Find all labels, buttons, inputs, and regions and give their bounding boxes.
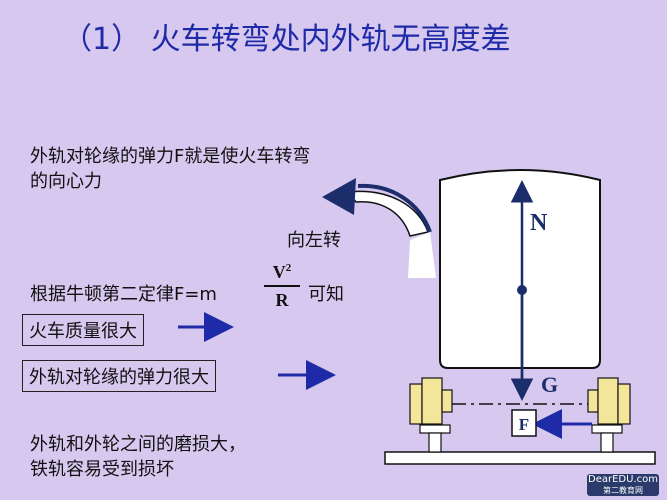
watermark-line-2: 第二教育网: [603, 486, 643, 495]
formula-numerator: V2: [272, 262, 292, 282]
newton-law-text: 根据牛顿第二定律F=m: [30, 284, 217, 305]
turn-arrow-curve: [357, 183, 432, 233]
inner-rail-top: [419, 424, 451, 434]
inner-rail-stem: [428, 432, 442, 453]
outer-axle-hub: [587, 389, 599, 413]
mass-large-box: 火车质量很大: [22, 314, 144, 346]
inner-axle-hub: [441, 389, 453, 413]
turn-arrow-head: [322, 178, 356, 215]
outer-wheel: [597, 377, 619, 425]
ground-base: [384, 451, 656, 465]
label-f: F: [519, 415, 529, 434]
wear-line-2: 铁轨容易受到损坏: [30, 459, 174, 480]
formula-exponent: 2: [285, 262, 292, 274]
outer-rail-top: [591, 424, 623, 434]
outer-rail-stem: [600, 432, 614, 453]
inner-wheel: [421, 377, 443, 425]
outer-wheel-flange: [617, 383, 631, 425]
formula-fraction: V2 R: [262, 258, 302, 310]
slide-title: （1） 火车转弯处内外轨无高度差: [62, 22, 511, 57]
formula-denominator: R: [275, 290, 289, 310]
watermark-logo: DearEDU.com 第二教育网: [587, 474, 659, 496]
inner-wheel-flange: [409, 383, 423, 425]
label-n: N: [530, 210, 548, 236]
center-of-mass: [517, 285, 527, 295]
turn-arrow-body: [346, 190, 430, 237]
explanation-line-1: 外轨对轮缘的弹力F就是使火车转弯: [30, 146, 311, 167]
train-car-body: [439, 169, 601, 369]
turn-left-label: 向左转: [287, 230, 341, 251]
force-large-box: 外轨对轮缘的弹力很大: [22, 360, 216, 392]
law-suffix: 可知: [308, 284, 344, 305]
fraction-bar: [264, 285, 300, 287]
watermark-line-1: DearEDU.com: [588, 474, 658, 485]
label-g: G: [541, 372, 558, 397]
f-label-box: [511, 409, 537, 437]
explanation-line-2: 的向心力: [30, 171, 102, 192]
wear-line-1: 外轨和外轮之间的磨损大，: [30, 434, 246, 455]
